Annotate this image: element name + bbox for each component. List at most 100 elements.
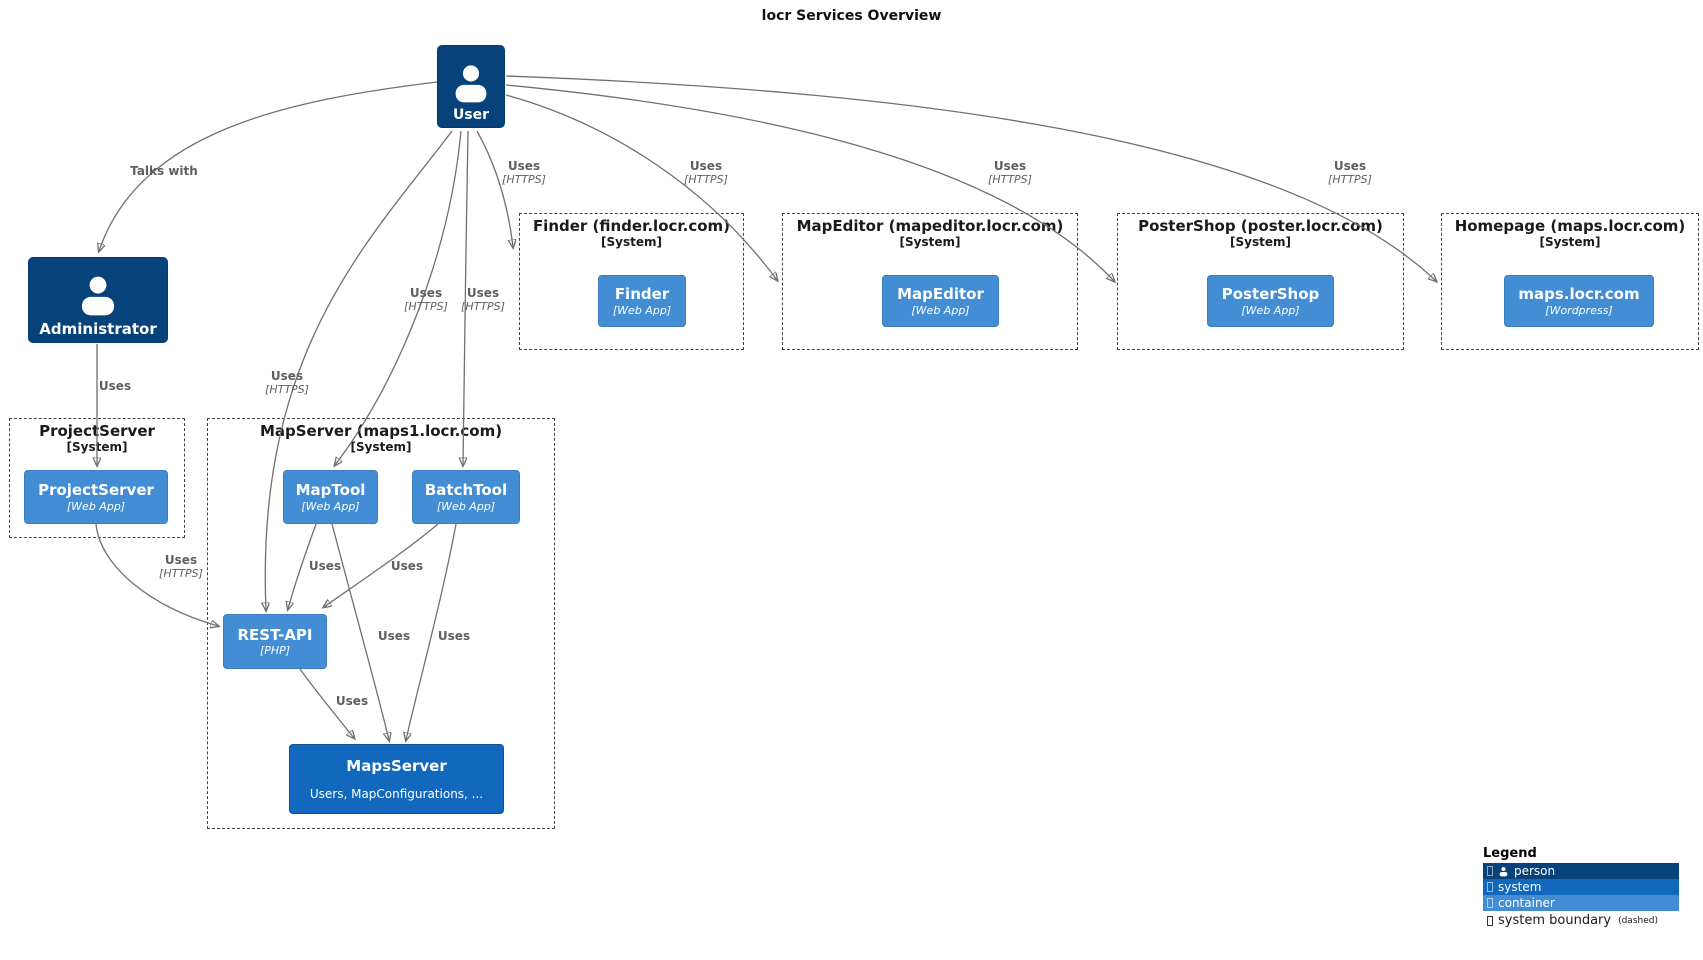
boundary-finder-name: Finder (finder.locr.com) (532, 217, 731, 235)
boundary-finder: Finder (finder.locr.com) [System] Finder… (519, 213, 744, 350)
container-projectserver: ProjectServer [Web App] (24, 470, 168, 524)
container-restapi: REST-API [PHP] (223, 614, 327, 669)
edge-label-text: Uses (1333, 159, 1367, 173)
boundary-homepage-name: Homepage (maps.locr.com) (1454, 217, 1686, 235)
container-mapeditor-name: MapEditor (897, 285, 984, 304)
legend-system-label: system (1498, 880, 1542, 894)
boundary-homepage-title: Homepage (maps.locr.com) [System] (1442, 217, 1698, 250)
boundary-mapeditor: MapEditor (mapeditor.locr.com) [System] … (782, 213, 1078, 350)
container-maptool-name: MapTool (295, 481, 366, 500)
boundary-mapserver-type: [System] (350, 440, 412, 455)
container-maps-locr-com-tech: [Wordpress] (1545, 303, 1613, 317)
edge-label-text: Uses (308, 559, 342, 573)
legend-row-system: system (1483, 879, 1679, 895)
edge-label-text: Uses (164, 553, 198, 567)
edge-label-text: Uses (270, 369, 304, 383)
legend-boundary-note: (dashed) (1618, 915, 1658, 926)
edge-label-user-batchtool: Uses [HTTPS] (461, 286, 505, 313)
legend-container-label: container (1498, 896, 1555, 910)
container-batchtool-tech: [Web App] (436, 499, 496, 513)
container-mapeditor-tech: [Web App] (911, 303, 970, 317)
edge-label-user-mapeditor: Uses [HTTPS] (684, 159, 728, 186)
legend-row-container: container (1483, 895, 1679, 911)
tofu-glyph (1487, 898, 1493, 908)
legend-row-boundary: system boundary (dashed) (1483, 911, 1679, 930)
edge-label-text: Uses (689, 159, 723, 173)
tofu-glyph (1487, 882, 1493, 892)
edge-label-text: Uses (437, 629, 471, 643)
boundary-mapeditor-title: MapEditor (mapeditor.locr.com) [System] (783, 217, 1077, 250)
container-maptool: MapTool [Web App] (283, 470, 378, 524)
edge-label-maptool-restapi: Uses (308, 559, 342, 574)
container-maptool-tech: [Web App] (301, 499, 360, 513)
edge-label-text: Uses (335, 694, 369, 708)
edge-label-projectserver-restapi: Uses [HTTPS] (159, 553, 203, 580)
edge-label-user-homepage: Uses [HTTPS] (1328, 159, 1372, 186)
edge-label-tech: [HTTPS] (265, 382, 309, 396)
edge-label-text: Uses (98, 379, 132, 393)
edge-label-tech: [HTTPS] (404, 299, 448, 313)
edge-label-tech: [HTTPS] (502, 172, 546, 186)
legend-title: Legend (1483, 846, 1537, 861)
edge-label-text: Uses (507, 159, 541, 173)
edge-label-user-postershop: Uses [HTTPS] (988, 159, 1032, 186)
administrator-icon (81, 276, 115, 316)
edge-label-tech: [HTTPS] (1328, 172, 1372, 186)
system-mapsserver-name: MapsServer (346, 757, 447, 775)
boundary-projectserver-title: ProjectServer [System] (10, 422, 184, 455)
container-postershop: PosterShop [Web App] (1207, 275, 1334, 327)
container-restapi-tech: [PHP] (259, 644, 291, 658)
container-finder: Finder [Web App] (598, 275, 686, 327)
legend-person-icon (1499, 866, 1508, 876)
boundary-postershop: PosterShop (poster.locr.com) [System] Po… (1117, 213, 1404, 350)
user-icon (455, 65, 487, 103)
boundary-postershop-name: PosterShop (poster.locr.com) (1138, 217, 1383, 235)
boundary-projectserver: ProjectServer [System] ProjectServer [We… (9, 418, 185, 538)
boundary-mapserver-title: MapServer (maps1.locr.com) [System] (208, 422, 554, 455)
container-mapeditor: MapEditor [Web App] (882, 275, 999, 327)
person-administrator: Administrator (28, 257, 168, 343)
edge-label-maptool-mapsserver: Uses (377, 629, 411, 644)
legend: Legend person system container system bo… (1483, 846, 1679, 930)
edge-label-tech: [HTTPS] (159, 566, 203, 580)
edge-label-user-administrator: Talks with (130, 164, 198, 179)
person-user-label: User (452, 107, 490, 123)
container-maps-locr-com: maps.locr.com [Wordpress] (1504, 275, 1654, 327)
boundary-mapserver-name: MapServer (maps1.locr.com) (259, 422, 503, 440)
container-maps-locr-com-name: maps.locr.com (1518, 285, 1640, 304)
boundary-finder-title: Finder (finder.locr.com) [System] (520, 217, 743, 250)
legend-person-label: person (1514, 864, 1556, 878)
boundary-glyph (1487, 915, 1493, 926)
legend-boundary-label: system boundary (1498, 913, 1612, 928)
edge-user-finder (476, 130, 513, 247)
boundary-mapeditor-type: [System] (899, 235, 961, 250)
edge-label-text: Uses (993, 159, 1027, 173)
edge-label-text: Uses (377, 629, 411, 643)
container-batchtool-name: BatchTool (424, 481, 508, 500)
edge-label-user-maptool: Uses [HTTPS] (404, 286, 448, 313)
system-mapsserver: MapsServer Users, MapConfigurations, ... (289, 744, 504, 814)
edge-label-tech: [HTTPS] (988, 172, 1032, 186)
edge-label-text: Uses (409, 286, 443, 300)
boundary-projectserver-name: ProjectServer (39, 422, 155, 440)
container-postershop-tech: [Web App] (1241, 303, 1300, 317)
edge-label-restapi-mapsserver: Uses (335, 694, 369, 709)
boundary-homepage-type: [System] (1539, 235, 1601, 250)
tofu-glyph (1487, 866, 1493, 876)
person-administrator-label: Administrator (39, 320, 157, 338)
container-finder-name: Finder (614, 285, 670, 304)
boundary-homepage: Homepage (maps.locr.com) [System] maps.l… (1441, 213, 1699, 350)
boundary-postershop-type: [System] (1230, 235, 1291, 250)
boundary-mapeditor-name: MapEditor (mapeditor.locr.com) (796, 217, 1064, 235)
container-batchtool: BatchTool [Web App] (412, 470, 520, 524)
edge-label-text: Uses (390, 559, 424, 573)
edge-label-tech: [HTTPS] (684, 172, 728, 186)
boundary-projectserver-type: [System] (66, 440, 128, 455)
edge-label-user-finder: Uses [HTTPS] (502, 159, 546, 186)
edge-label-text: Uses (466, 286, 500, 300)
container-finder-tech: [Web App] (612, 303, 672, 317)
edge-label-text: Talks with (130, 164, 198, 178)
edge-label-user-restapi: Uses [HTTPS] (265, 369, 309, 396)
container-restapi-name: REST-API (237, 625, 313, 644)
